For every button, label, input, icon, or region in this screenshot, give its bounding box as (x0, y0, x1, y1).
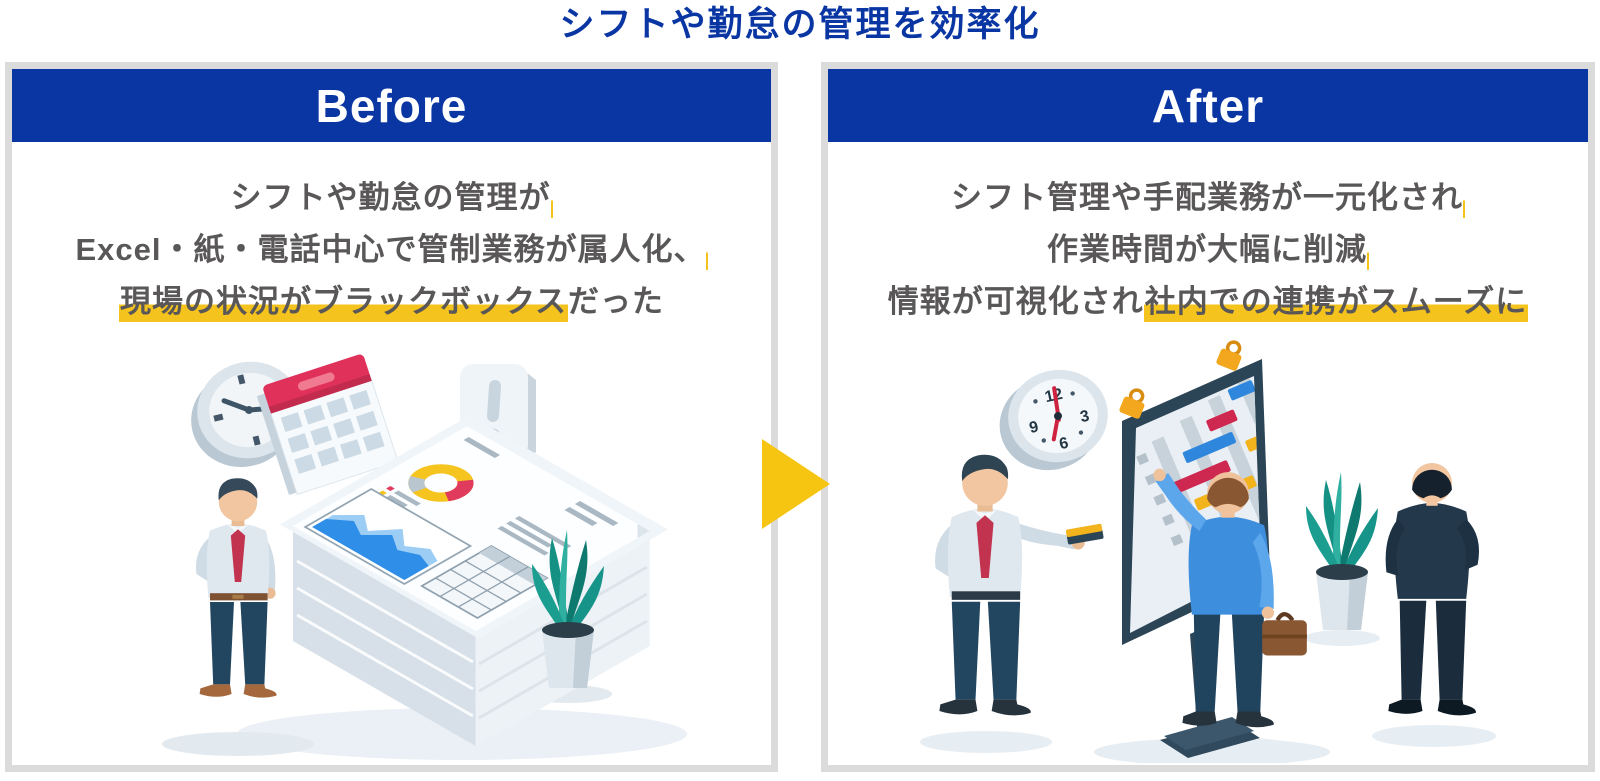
calendar-icon (256, 354, 399, 496)
clip-icon (1216, 340, 1242, 371)
svg-text:3: 3 (1079, 408, 1091, 426)
after-illustration: 12 3 6 9 (920, 340, 1496, 763)
before-header: Before (12, 69, 771, 142)
office-worker (195, 478, 277, 698)
svg-text:9: 9 (1028, 419, 1040, 437)
after-panel: After シフト管理や手配業務が一元化され 作業時間が大幅に削減 情報が可視化… (821, 62, 1595, 772)
before-line-3: 現場の状況がブラックボックスだった (12, 276, 771, 328)
before-line-1: シフトや勤怠の管理が (12, 172, 771, 224)
right-arrow-icon (762, 439, 830, 529)
pointing-worker (1153, 468, 1307, 728)
after-line-3: 情報が可視化され社内での連携がスムーズに (828, 276, 1588, 328)
page-title: シフトや勤怠の管理を効率化 (559, 5, 1041, 44)
after-line-1: シフト管理や手配業務が一元化され (828, 172, 1588, 224)
before-panel: Before シフトや勤怠の管理が Excel・紙・電話中心で管制業務が属人化、… (5, 62, 778, 772)
after-text: シフト管理や手配業務が一元化され 作業時間が大幅に削減 情報が可視化され社内での… (828, 172, 1588, 328)
briefcase (1262, 612, 1307, 656)
suit-worker (1385, 463, 1480, 716)
after-line-2: 作業時間が大幅に削減 (828, 224, 1588, 276)
wall-clock-icon: 12 3 6 9 (999, 369, 1108, 471)
potted-plant (1306, 472, 1378, 630)
svg-text:6: 6 (1058, 435, 1070, 453)
before-illustration (162, 354, 687, 760)
after-header: After (828, 69, 1588, 142)
worker-with-phone (935, 454, 1104, 716)
before-text: シフトや勤怠の管理が Excel・紙・電話中心で管制業務が属人化、 現場の状況が… (12, 172, 771, 328)
before-line-2: Excel・紙・電話中心で管制業務が属人化、 (12, 224, 771, 276)
clip-icon (1119, 388, 1145, 419)
